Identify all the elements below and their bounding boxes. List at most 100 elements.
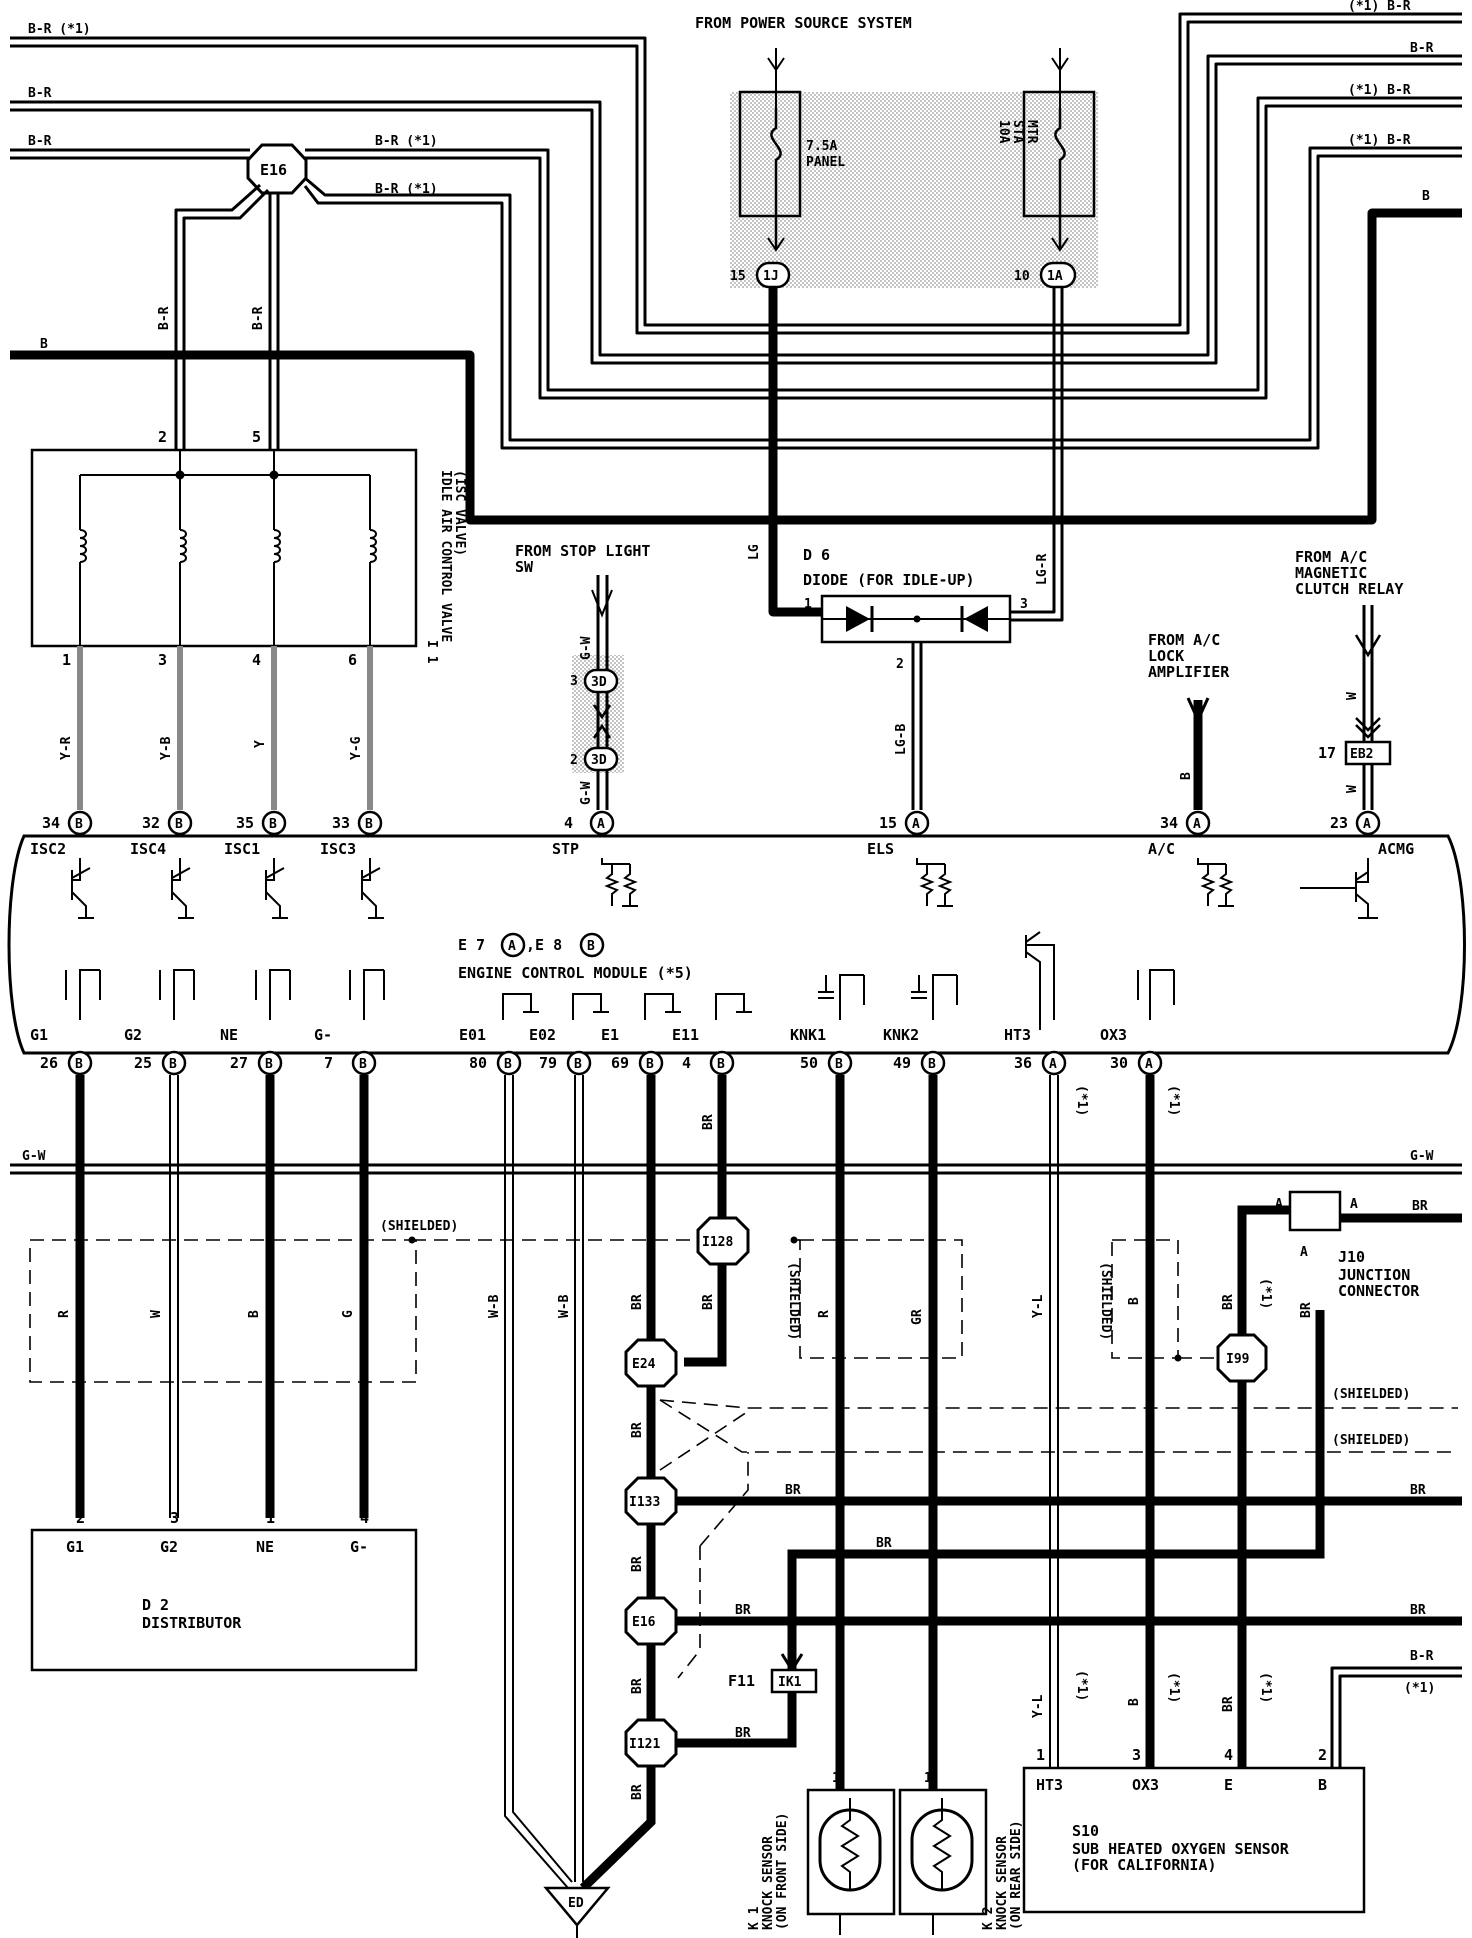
- shielded-label-2: (SHIELDED): [786, 1262, 801, 1340]
- oxygen-sensor-terminal-3: E: [1224, 1776, 1233, 1794]
- ecm-bottom-pin-4: 7: [324, 1054, 333, 1072]
- ecm-bottom-connector-4: [351, 1050, 377, 1076]
- ecm-bottom-pin-9: 50: [800, 1054, 818, 1072]
- ac-lock-label-1: FROM A/C: [1148, 631, 1220, 649]
- isc-bottom-pin-3: 4: [252, 651, 261, 669]
- isc-bottom-pin-1: 1: [62, 651, 71, 669]
- ecm-title-1: E 7: [458, 936, 485, 954]
- ecm-bottom-connector-9: [827, 1050, 853, 1076]
- ecm-bottom-terminal-name-11: HT3: [1004, 1026, 1031, 1044]
- ecm-title-conn-b: B: [587, 939, 595, 954]
- ecm-bottom-terminal-name-6: E02: [529, 1026, 556, 1044]
- ecm-bottom-connector-6: [566, 1050, 592, 1076]
- distributor-terminal-1: G1: [66, 1538, 84, 1556]
- wire-label-br-7: BR: [630, 1678, 645, 1694]
- knock-1-name-2: (ON FRONT SIDE): [775, 1813, 790, 1930]
- ecm-bottom-terminal-name-4: G-: [314, 1026, 332, 1044]
- distributor-pin-4: 4: [360, 1509, 369, 1527]
- ecm-top-pin-3: 35: [236, 814, 254, 832]
- stop-light-wire-bottom: G-W: [579, 781, 594, 805]
- isc-top-wire-2: B-R: [251, 306, 266, 330]
- ecm-top-conn-label-6: A: [912, 817, 920, 832]
- ecm-ground-ref-8: [715, 993, 752, 1020]
- ecm-bottom-conn-label-12: A: [1145, 1057, 1153, 1072]
- oxygen-sensor-pin-1: 1: [1036, 1746, 1045, 1764]
- sensor-wire-b-note: (*1): [1166, 1672, 1181, 1703]
- wire-label-b: B: [247, 1310, 262, 1318]
- knock-2-pin: 1: [924, 1771, 932, 1786]
- distributor-terminal-4: G-: [350, 1538, 368, 1556]
- fuse-2-pin: 10: [1014, 269, 1030, 284]
- ecm-bottom-conn-label-7: B: [646, 1057, 654, 1072]
- splice-e16-bottom-label: E16: [632, 1615, 656, 1630]
- isc-wire-4: Y-G: [349, 736, 364, 760]
- wire-label-br-8: BR: [630, 1784, 645, 1800]
- sensor-wire-br-note: (*1): [1258, 1672, 1273, 1703]
- stop-light-label-2: SW: [515, 558, 534, 576]
- knock-sensor-2: [898, 1788, 988, 1935]
- fuse-1-pin: 15: [730, 269, 746, 284]
- shielded-label-4: (SHIELDED): [1332, 1387, 1410, 1402]
- knock-2-name-2: (ON REAR SIDE): [1009, 1820, 1024, 1930]
- fuse-symbol-7-5a: [770, 108, 782, 250]
- splice-e16-top-label: E16: [260, 161, 287, 179]
- ecm-title: E 7 A ,E 8 B ENGINE CONTROL MODULE (*5): [458, 932, 693, 982]
- ecm-top-conn-label-2: B: [175, 817, 183, 832]
- ecm-input-resistor-3: [1197, 858, 1234, 907]
- right-wire-label-2: B-R: [1410, 41, 1434, 56]
- ecm-bottom-pin-6: 79: [539, 1054, 557, 1072]
- sensor-wire-br-right: B-R: [1410, 1649, 1434, 1664]
- fuse-symbol-10a: [1054, 108, 1066, 250]
- splice-i121: [624, 1718, 678, 1768]
- ecm-bottom-terminal-name-9: KNK1: [790, 1026, 826, 1044]
- ecm-bottom-terminal-name-12: OX3: [1100, 1026, 1127, 1044]
- ecm-ground-ref-5: [502, 993, 539, 1020]
- top-wire-label-4: B-R (*1): [375, 134, 438, 149]
- oxygen-sensor-pin-2: 3: [1132, 1746, 1141, 1764]
- diode-pin-bottom: 2: [896, 657, 904, 672]
- wire-label-br-6: BR: [1410, 1603, 1426, 1618]
- oxygen-sensor-name-2: (FOR CALIFORNIA): [1072, 1856, 1217, 1874]
- oxygen-sensor-pin-3: 4: [1224, 1746, 1233, 1764]
- ecm-bottom-conn-label-2: B: [169, 1057, 177, 1072]
- splice-i99: [1216, 1333, 1268, 1383]
- ecm-top-pin-5: 4: [564, 814, 573, 832]
- wire-label-br-i99: BR: [1221, 1294, 1236, 1310]
- ecm-ox3-input: [1137, 969, 1175, 1020]
- knock-2-designator: K 2: [981, 1907, 996, 1930]
- splice-i133-label: I133: [629, 1495, 660, 1510]
- shield-lines: [412, 1239, 1458, 1679]
- ecm-bottom-pin-11: 36: [1014, 1054, 1032, 1072]
- ecm-bottom-connector-1: [67, 1050, 93, 1076]
- ecm-bottom-connector-10: [920, 1050, 946, 1076]
- top-wire-black-b: [10, 208, 1462, 525]
- stop-light-connector-2-label: 3D: [591, 753, 607, 768]
- ecm-acmg-transistor: [1300, 858, 1378, 919]
- power-source-label: FROM POWER SOURCE SYSTEM: [695, 14, 912, 32]
- ecm-top-connector-5: [589, 810, 615, 836]
- ecm-box: [7, 834, 1466, 1055]
- isc-bottom-pin-2: 3: [158, 651, 167, 669]
- top-wire-label-5: B-R (*1): [375, 182, 438, 197]
- wire-br-i128: [684, 1264, 727, 1367]
- shielded-label-5: (SHIELDED): [1332, 1433, 1410, 1448]
- ecm-pullup-4: [349, 969, 385, 1020]
- ac-clutch-label-3: CLUTCH RELAY: [1295, 580, 1403, 598]
- wire-label-br-9: BR: [735, 1726, 751, 1741]
- gw-wire-right: G-W: [1410, 1149, 1434, 1164]
- splice-i128-label: I128: [702, 1235, 733, 1250]
- right-wire-label-4: (*1) B-R: [1348, 133, 1411, 148]
- right-wire-label-1: (*1) B-R: [1348, 0, 1411, 14]
- fuse-2-label-3: MTR: [1024, 120, 1039, 144]
- isc-wire-1: Y-R: [59, 736, 74, 760]
- j10-name-1: JUNCTION: [1338, 1266, 1410, 1284]
- ecm-top-terminal-name-8: ACMG: [1378, 840, 1414, 858]
- diode-symbols: [822, 606, 1010, 632]
- distributor-designator: D 2: [142, 1596, 169, 1614]
- ecm-bottom-conn-label-3: B: [265, 1057, 273, 1072]
- isc-internal-wiring: [79, 450, 377, 646]
